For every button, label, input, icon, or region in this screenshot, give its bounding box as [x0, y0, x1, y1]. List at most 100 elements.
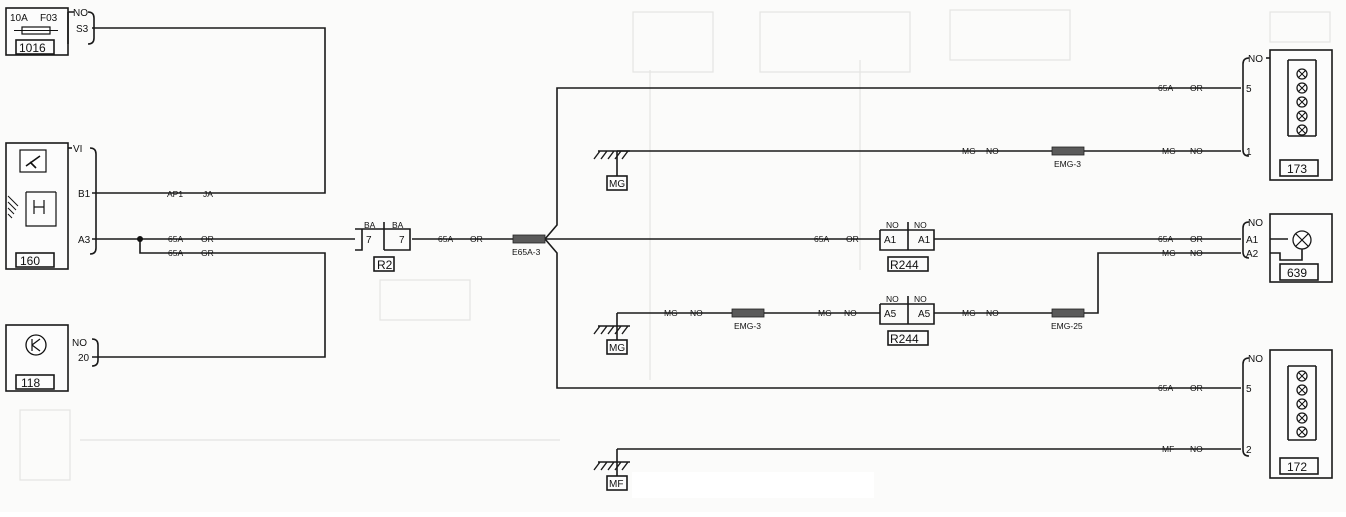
r2-label: R2 — [377, 258, 393, 272]
contact-icon — [25, 191, 57, 227]
wire-label-ja: JA — [203, 189, 213, 199]
wire-label-no: NO — [986, 308, 999, 318]
switch-pin-a3: A3 — [78, 235, 91, 246]
splice-emg-3-mid: EMG-3 — [731, 308, 765, 331]
wire-label-gr: GR — [201, 248, 214, 258]
r244-top-left-pin: A1 — [884, 235, 897, 246]
wire-label-mg: MG — [1162, 248, 1176, 258]
wire-label-65a: 65A — [1158, 383, 1173, 393]
connector-r244-bottom: NO NO A5 A5 R244 — [879, 294, 935, 346]
wire-label-or: OR — [201, 234, 214, 244]
blank-patch — [632, 472, 874, 498]
wire-label-65a: 65A — [168, 234, 183, 244]
wire-label-or: OR — [846, 234, 859, 244]
lamp-639-pin-a2: A2 — [1246, 249, 1259, 260]
fuse-id: F03 — [40, 13, 58, 24]
switch-connector-color: VI — [73, 144, 82, 155]
splice-marker — [1051, 146, 1085, 156]
wire-label-65a: 65A — [814, 234, 829, 244]
wire-label-65a: 65A — [1158, 83, 1173, 93]
lamp-639-pin-a1: A1 — [1246, 235, 1259, 246]
bulb-icon — [1296, 68, 1308, 136]
fuse-connector-color: NO — [73, 8, 88, 19]
ground-label: MG — [609, 179, 625, 190]
wires — [92, 27, 1241, 450]
connector-r244-top: NO NO A1 A1 R244 — [879, 220, 935, 272]
sensor-number: 118 — [21, 376, 40, 390]
r244-bot-label: R244 — [890, 332, 919, 346]
wire-label-ap1: AP1 — [167, 189, 183, 199]
wire-label-no: NO — [1190, 444, 1203, 454]
wire-labels-right: 65A OR MG NO MG NO 65A OR 65A OR MG NO M… — [664, 83, 1203, 454]
wire-label-no: NO — [1190, 248, 1203, 258]
splice-marker — [1051, 308, 1085, 318]
lamp-173-pin-bot: 1 — [1246, 147, 1252, 158]
bulb-icon — [1292, 230, 1312, 250]
wire-label-mf: MF — [1162, 444, 1174, 454]
r244-bot-right-pin: A5 — [918, 309, 931, 320]
splice-marker — [731, 308, 765, 318]
wire-label-no: NO — [986, 146, 999, 156]
background-ghost-lines — [19, 9, 1331, 481]
wire-label-or: OR — [1190, 83, 1203, 93]
wire-label-65a: 65A — [1158, 234, 1173, 244]
wire-label-65a: 65A — [168, 248, 183, 258]
switch-number: 160 — [20, 254, 40, 268]
fuse-box-number: 1016 — [19, 41, 46, 55]
ground-label: MG — [609, 343, 625, 354]
lamp-172-pin-bot: 2 — [1246, 445, 1252, 456]
wire-label-mg: MG — [1162, 146, 1176, 156]
wire-label-or: OR — [470, 234, 483, 244]
ground-mg-mid: MG — [593, 313, 630, 355]
lamp-172-pin-top: 5 — [1246, 384, 1252, 395]
splice-label: EMG-3 — [734, 321, 761, 331]
r244-top-label: R244 — [890, 258, 919, 272]
lamp-172-connector-color: NO — [1248, 354, 1263, 365]
lamp-173-number: 173 — [1287, 162, 1307, 176]
fuse-rating: 10A — [10, 13, 28, 24]
wire-labels-left: AP1 JA 65A OR 65A GR 65A OR — [167, 189, 483, 258]
switch-pin-b1: B1 — [78, 189, 91, 200]
sensor-pin: 20 — [78, 353, 90, 364]
r244-top-right-pin: A1 — [918, 235, 931, 246]
r2-right-pin: 7 — [399, 235, 405, 246]
r2-left-color: BA — [364, 220, 376, 230]
ground-mf-bottom: MF — [593, 449, 630, 491]
switch-160: 160 VI B1 A3 — [5, 142, 97, 270]
wire-label-mg: MG — [962, 146, 976, 156]
wire-label-or: OR — [1190, 234, 1203, 244]
lamp-639: NO A1 A2 639 — [1242, 213, 1333, 283]
lamp-173-connector-color: NO — [1248, 54, 1263, 65]
r2-left-pin: 7 — [366, 235, 372, 246]
sensor-connector-color: NO — [72, 338, 87, 349]
sensor-118: 118 NO 20 — [5, 324, 99, 392]
bulb-icon — [1296, 370, 1308, 438]
ground-mg-top: MG — [593, 150, 630, 191]
wire-label-no: NO — [690, 308, 703, 318]
wire-label-no: NO — [1190, 146, 1203, 156]
splice-label: EMG-25 — [1051, 321, 1083, 331]
r244-bot-right-color: NO — [914, 294, 927, 304]
splice-e65a-3: E65A-3 — [512, 234, 546, 257]
fuse-pin-label: S3 — [76, 24, 89, 35]
lamp-unit-172: NO 5 2 172 — [1242, 349, 1333, 479]
wire-label-no: NO — [844, 308, 857, 318]
splice-marker — [512, 234, 546, 244]
splice-label: EMG-3 — [1054, 159, 1081, 169]
wire-label-65a: 65A — [438, 234, 453, 244]
splice-label: E65A-3 — [512, 247, 541, 257]
wire-label-mg: MG — [962, 308, 976, 318]
lamp-639-number: 639 — [1287, 266, 1307, 280]
r244-top-left-color: NO — [886, 220, 899, 230]
r244-bot-left-pin: A5 — [884, 309, 897, 320]
wire-label-mg: MG — [818, 308, 832, 318]
r2-right-color: BA — [392, 220, 404, 230]
ground-label: MF — [609, 479, 623, 490]
splice-emg-25: EMG-25 — [1051, 308, 1085, 331]
sensor-icon — [25, 334, 47, 356]
lamp-173-pin-top: 5 — [1246, 84, 1252, 95]
lamp-172-number: 172 — [1287, 460, 1307, 474]
wire-label-mg: MG — [664, 308, 678, 318]
